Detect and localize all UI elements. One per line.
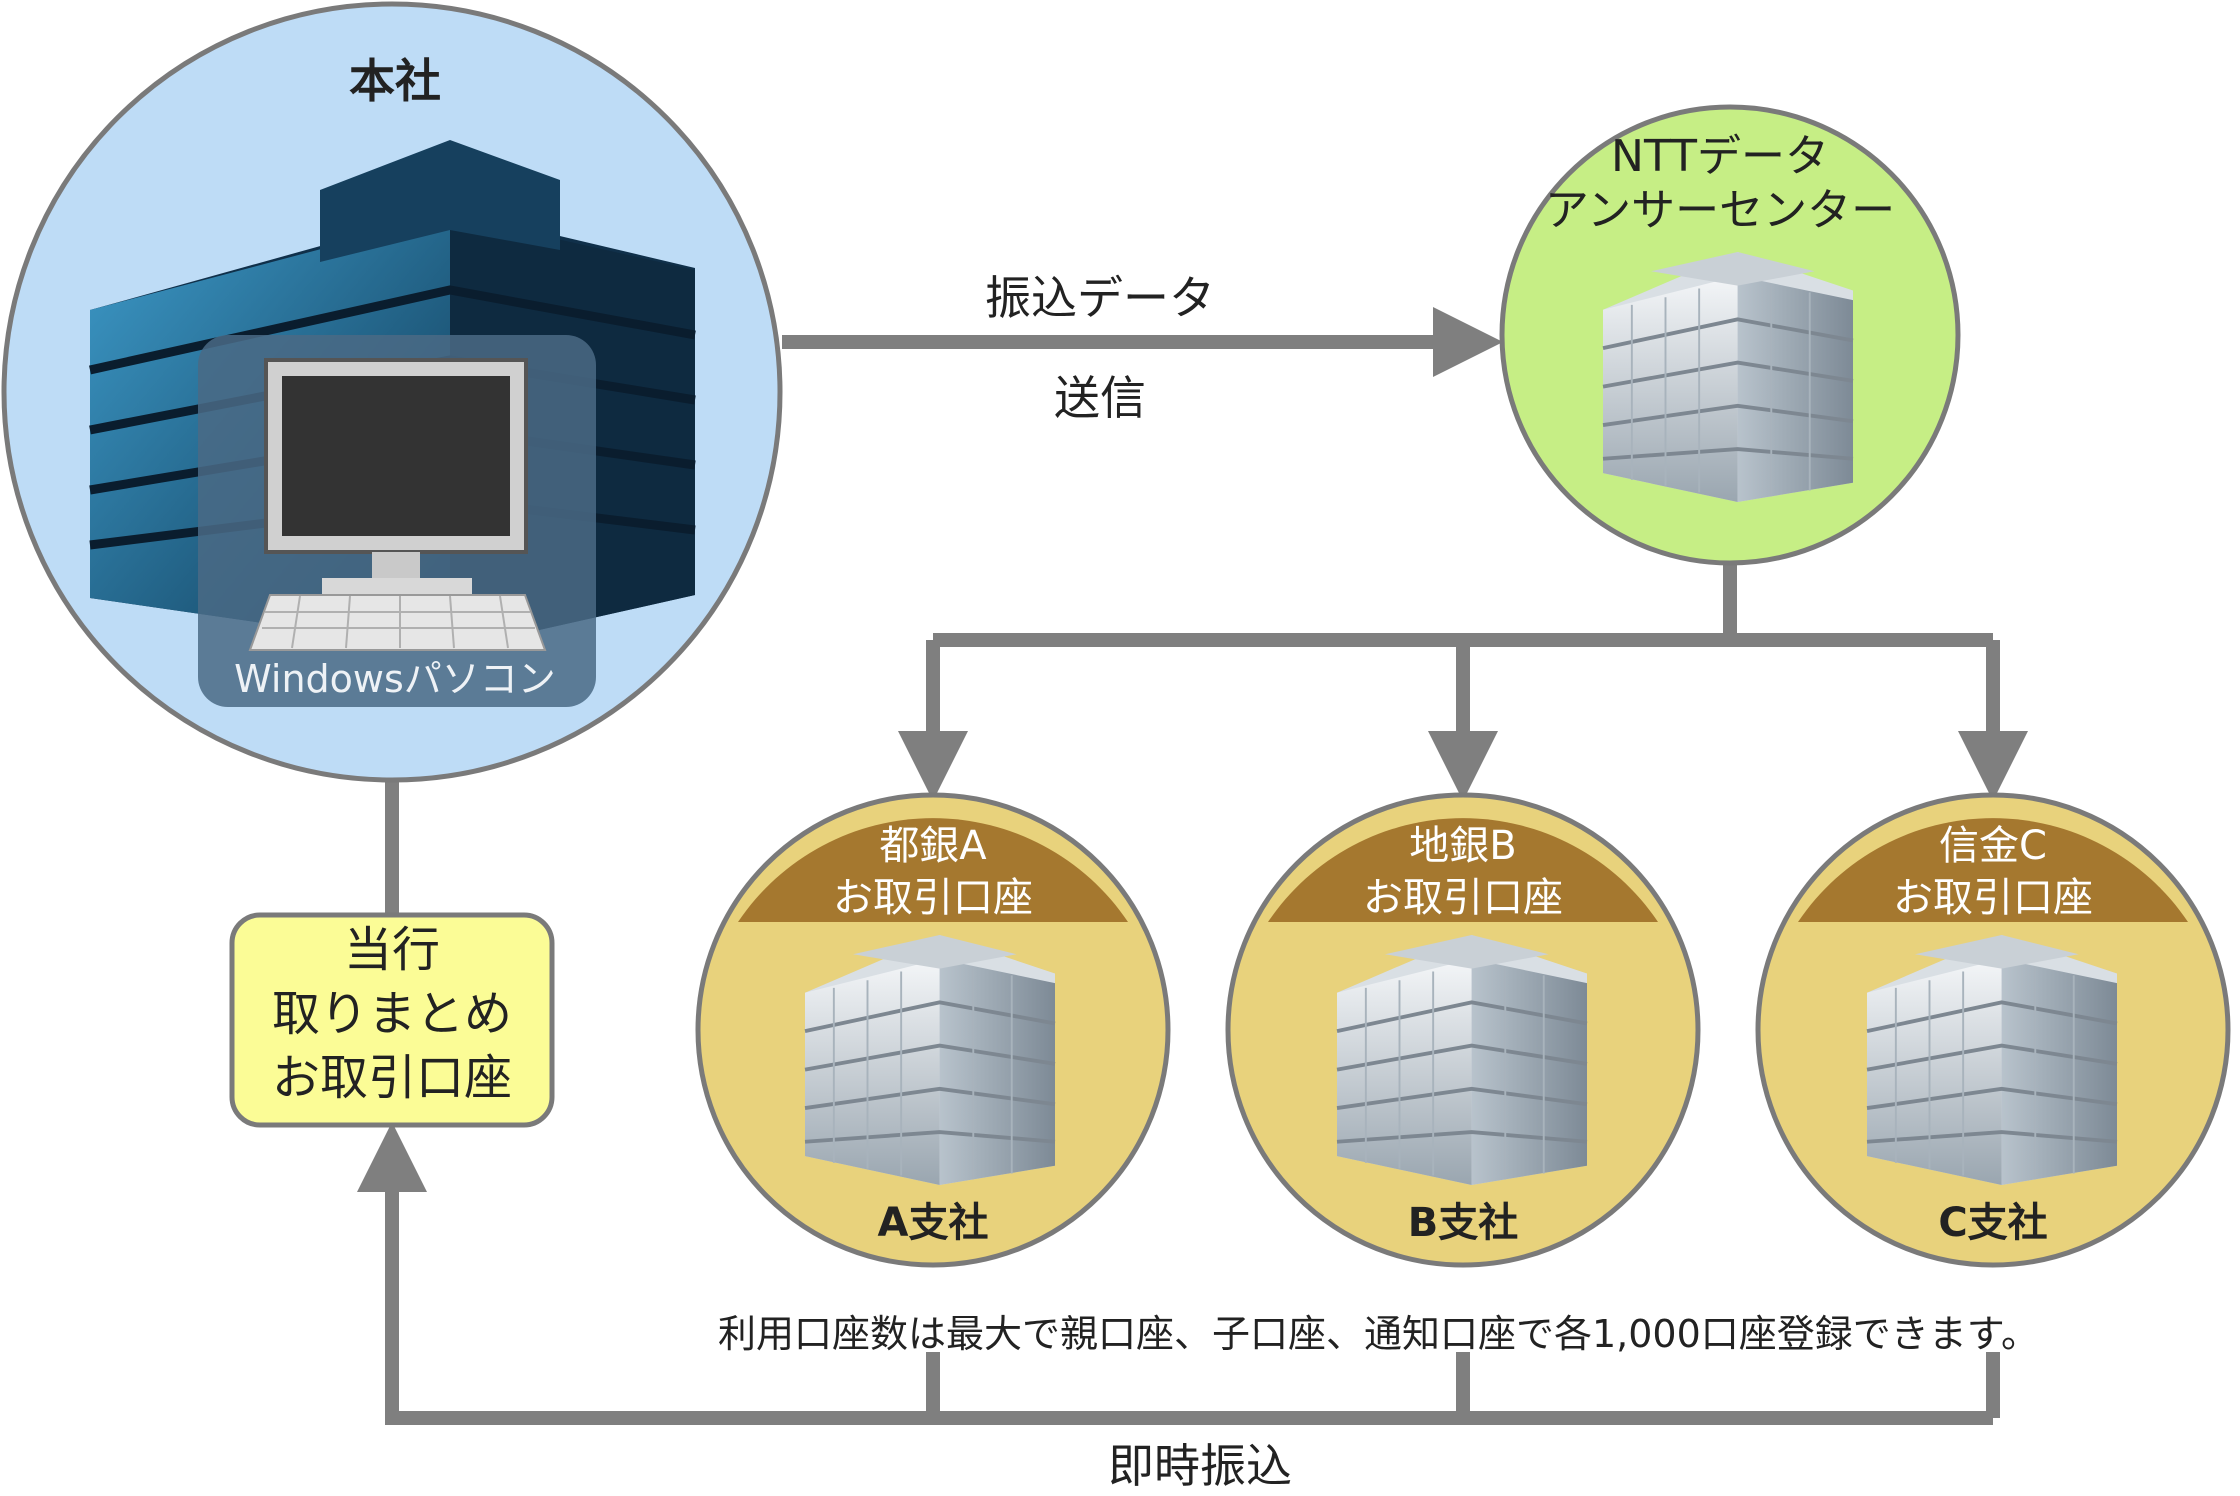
headquarters-node <box>1 1 783 783</box>
bank-b-branch: B支社 <box>1407 1200 1519 1246</box>
bank-a-account: お取引口座 <box>833 875 1033 921</box>
send-label-line2: 送信 <box>1054 371 1146 425</box>
answer-center-title-line1: NTTデータ <box>1611 131 1829 182</box>
bank-b-name: 地銀B <box>1409 823 1517 869</box>
bank-c-name: 信金C <box>1939 823 2047 869</box>
aggregate-account-line3: お取引口座 <box>271 1050 512 1106</box>
connector-lines <box>357 307 2028 1425</box>
aggregate-account-line2: 取りまとめ <box>271 986 512 1042</box>
aggregate-account-box <box>229 912 555 1128</box>
bank-b-account: お取引口座 <box>1363 875 1563 921</box>
bank-c-account: お取引口座 <box>1893 875 2093 921</box>
answer-center-node <box>1499 104 1961 566</box>
answer-center-title: NTTデータ アンサーセンター <box>1490 130 1950 238</box>
bank-a-node <box>695 792 1171 1268</box>
headquarters-building-icon <box>89 140 696 707</box>
answer-center-title-line2: アンサーセンター <box>1544 185 1896 236</box>
bank-b-node <box>1225 792 1701 1268</box>
aggregate-account-line1: 当行 <box>343 922 440 978</box>
bank-c-branch: C支社 <box>1938 1200 2048 1246</box>
pc-label: Windowsパソコン <box>234 657 556 701</box>
bank-a-header: 都銀A お取引口座 <box>743 820 1123 924</box>
headquarters-title: 本社 <box>349 54 441 108</box>
bank-c-node <box>1755 792 2231 1268</box>
bank-a-branch: A支社 <box>877 1200 989 1246</box>
instant-transfer-label: 即時振込 <box>1108 1439 1292 1493</box>
bank-c-header: 信金C お取引口座 <box>1803 820 2183 924</box>
send-label-line1: 振込データ <box>985 271 1215 325</box>
account-limit-note: 利用口座数は最大で親口座、子口座、通知口座で各1,000口座登録できます。 <box>718 1312 2039 1356</box>
bank-b-header: 地銀B お取引口座 <box>1273 820 1653 924</box>
bank-a-name: 都銀A <box>879 823 987 869</box>
aggregate-account-label: 当行 取りまとめ お取引口座 <box>232 918 552 1110</box>
